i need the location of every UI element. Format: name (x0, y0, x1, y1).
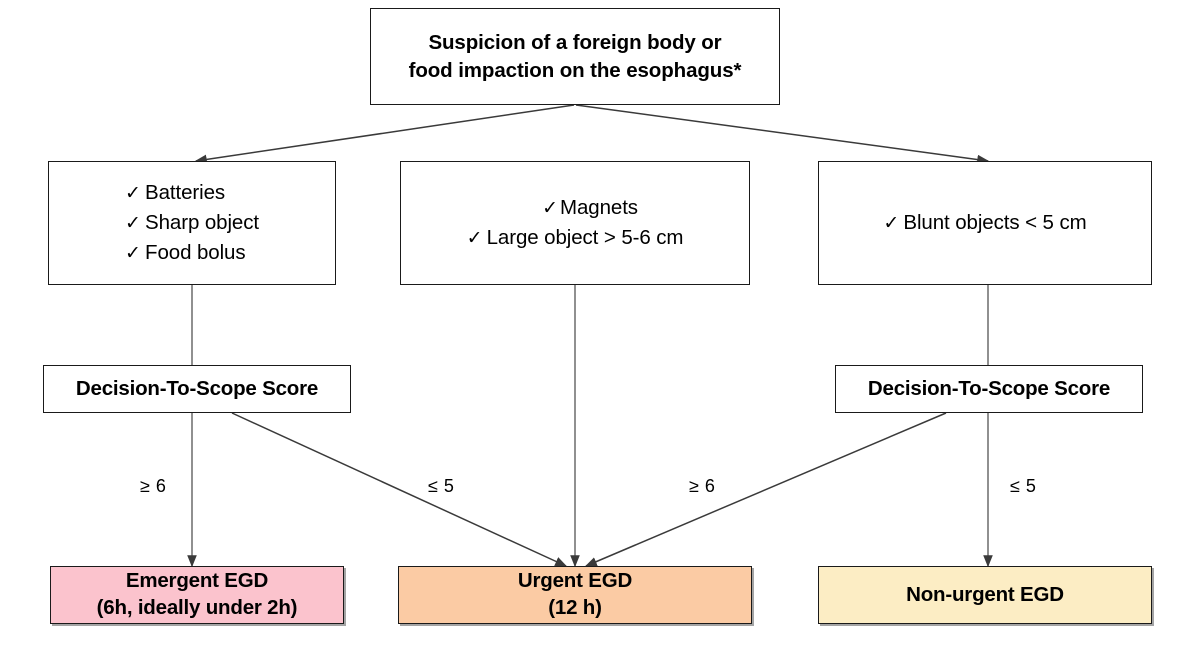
edge-label-text: ≤ 5 (1010, 476, 1037, 496)
check-icon: ✓ (125, 242, 141, 264)
edge-label-right-high: ≥ 6 (689, 476, 715, 497)
outcome-node-emergent: Emergent EGD (6h, ideally under 2h) (50, 566, 344, 624)
edge-root-to-criteria-emergent (194, 104, 575, 165)
outcome-node-urgent: Urgent EGD (12 h) (398, 566, 752, 624)
criteria-node-emergent: ✓Batteries ✓Sharp object ✓Food bolus (48, 161, 336, 285)
criteria-item-label: Sharp object (145, 211, 259, 235)
outcome-emergent-line1: Emergent EGD (125, 569, 269, 593)
outcome-urgent-line2: (12 h) (548, 596, 602, 619)
criteria-list-urgent: ✓Magnets ✓Large object > 5-6 cm (467, 193, 684, 253)
criteria-node-urgent: ✓Magnets ✓Large object > 5-6 cm (400, 161, 750, 285)
root-title-line2: food impaction on the esophagus* (408, 58, 742, 82)
check-icon: ✓ (542, 198, 558, 220)
criteria-node-blunt: ✓Blunt objects < 5 cm (818, 161, 1152, 285)
criteria-item-label: Batteries (145, 181, 226, 205)
edge-label-text: ≥ 6 (689, 476, 716, 496)
check-icon: ✓ (883, 213, 900, 235)
criteria-item: ✓Magnets (467, 193, 684, 223)
check-icon: ✓ (466, 228, 483, 249)
criteria-item: ✓Sharp object (125, 208, 259, 238)
edge-root-to-criteria-blunt (575, 104, 990, 165)
criteria-item-label: Blunt objects < 5 cm (903, 211, 1087, 235)
criteria-list-emergent: ✓Batteries ✓Sharp object ✓Food bolus (125, 178, 259, 268)
outcome-urgent-line1: Urgent EGD (517, 569, 633, 593)
criteria-item: ✓Blunt objects < 5 cm (883, 208, 1086, 238)
score-node-right-label: Decision-To-Scope Score (867, 377, 1111, 400)
check-icon: ✓ (125, 183, 141, 205)
edge-score-left-low-to-urgent (231, 412, 568, 567)
score-node-left-label: Decision-To-Scope Score (75, 377, 319, 400)
criteria-list-blunt: ✓Blunt objects < 5 cm (883, 208, 1086, 238)
criteria-item-label: Magnets (560, 196, 638, 220)
outcome-node-nonurgent: Non-urgent EGD (818, 566, 1152, 624)
edge-label-left-low: ≤ 5 (428, 476, 454, 497)
edge-label-right-low: ≤ 5 (1010, 476, 1036, 497)
root-node: Suspicion of a foreign body or food impa… (370, 8, 780, 105)
check-icon: ✓ (125, 213, 141, 235)
criteria-item-label: Food bolus (145, 240, 246, 264)
outcome-emergent-line2: (6h, ideally under 2h) (96, 596, 298, 619)
outcome-nonurgent-line1: Non-urgent EGD (906, 582, 1064, 606)
criteria-item: ✓Large object > 5-6 cm (467, 223, 684, 253)
edge-label-left-high: ≥ 6 (140, 476, 166, 497)
edge-score-right-high-to-urgent (584, 412, 947, 567)
criteria-item: ✓Food bolus (125, 238, 259, 268)
score-node-left: Decision-To-Scope Score (43, 365, 351, 413)
edge-label-text: ≥ 6 (140, 476, 167, 496)
criteria-item: ✓Batteries (125, 178, 259, 208)
root-title-line1: Suspicion of a foreign body or (428, 31, 722, 55)
edge-label-text: ≤ 5 (428, 476, 455, 496)
criteria-item-label: Large object > 5-6 cm (486, 226, 684, 249)
score-node-right: Decision-To-Scope Score (835, 365, 1143, 413)
